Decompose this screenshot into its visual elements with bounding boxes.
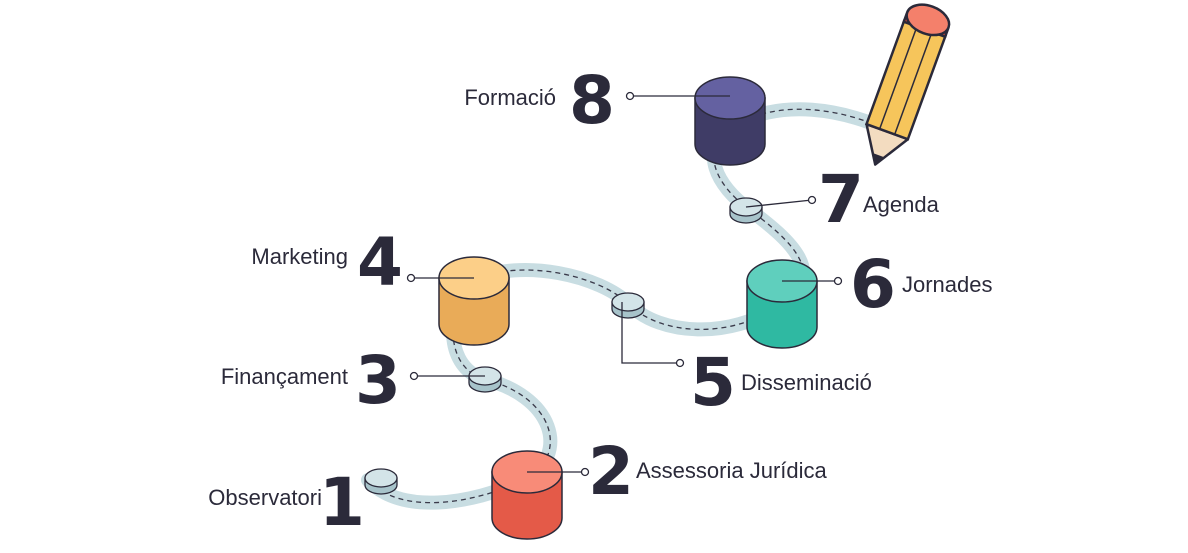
disc-marker bbox=[468, 366, 502, 393]
pencil-lead bbox=[873, 153, 885, 165]
leader-endpoint bbox=[625, 91, 635, 101]
step-number: 7 bbox=[818, 161, 864, 238]
pencil-icon bbox=[864, 3, 951, 166]
step-label: Formació bbox=[464, 85, 556, 110]
cylinder-marker bbox=[694, 76, 766, 166]
step-label: Agenda bbox=[863, 192, 940, 217]
cylinder-top bbox=[694, 76, 766, 120]
cylinder-marker bbox=[438, 256, 510, 346]
disc-marker bbox=[611, 292, 645, 319]
step-number: 2 bbox=[588, 433, 634, 510]
disc-marker bbox=[364, 468, 398, 495]
pencil-groove bbox=[894, 30, 934, 135]
leader-endpoint bbox=[675, 358, 685, 368]
step-number: 4 bbox=[357, 224, 403, 301]
disc-top bbox=[611, 292, 645, 312]
step-number: 3 bbox=[355, 342, 401, 419]
step-label: Finançament bbox=[221, 364, 348, 389]
disc-top bbox=[364, 468, 398, 488]
leader-line bbox=[621, 302, 680, 364]
pencil-body bbox=[864, 19, 948, 141]
cylinder-marker bbox=[491, 450, 563, 540]
step-number: 6 bbox=[850, 246, 896, 323]
disc-marker bbox=[729, 197, 763, 224]
step-label: Disseminació bbox=[741, 370, 872, 395]
step-number: 8 bbox=[569, 62, 615, 139]
leader-endpoint bbox=[833, 276, 843, 286]
step-number: 5 bbox=[690, 344, 736, 421]
cylinder-marker bbox=[746, 259, 818, 349]
step-label: Jornades bbox=[902, 272, 993, 297]
leader-endpoint bbox=[409, 371, 419, 381]
step-label: Assessoria Jurídica bbox=[636, 458, 828, 483]
step-8: 8 Formació bbox=[464, 62, 766, 166]
step-3: 3 Finançament bbox=[221, 342, 502, 419]
leader-endpoint bbox=[580, 467, 590, 477]
step-number: 1 bbox=[319, 464, 365, 541]
step-4: 4 Marketing bbox=[251, 224, 510, 346]
leader-line bbox=[745, 199, 813, 208]
step-label: Marketing bbox=[251, 244, 348, 269]
pencil-eraser bbox=[905, 3, 951, 37]
leader-endpoint bbox=[406, 273, 416, 283]
step-label: Observatori bbox=[208, 485, 322, 510]
pencil-groove bbox=[878, 25, 918, 130]
leader-endpoint bbox=[807, 195, 817, 205]
